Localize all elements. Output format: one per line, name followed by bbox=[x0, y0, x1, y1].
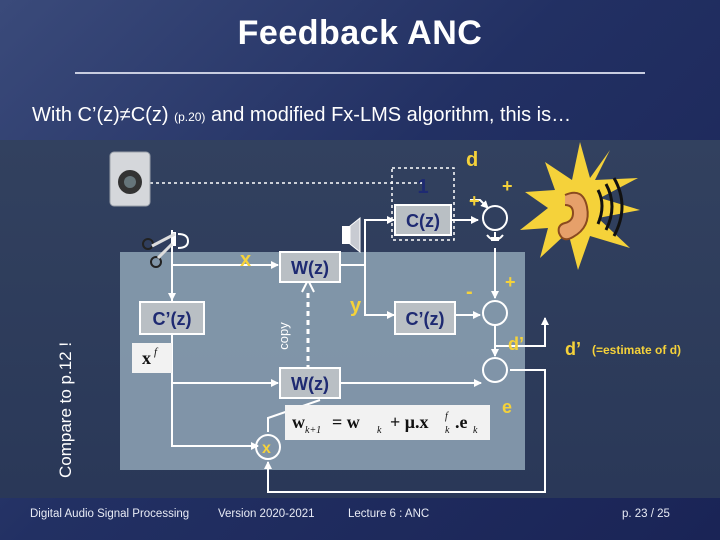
signal-e: e bbox=[502, 397, 512, 417]
speaker-icon bbox=[342, 218, 360, 252]
block-wz-label: W(z) bbox=[291, 258, 329, 278]
signal-d-prime-estimate: d’ bbox=[565, 339, 581, 359]
footer-page: p. 23 / 25 bbox=[622, 508, 670, 520]
xf-box bbox=[132, 343, 172, 373]
sign-plus-3: + bbox=[505, 272, 516, 292]
block-cpz-left-label: C’(z) bbox=[153, 309, 192, 329]
sign-plus-2: + bbox=[502, 176, 513, 196]
block-1-label: 1 bbox=[417, 176, 428, 198]
copy-label: copy bbox=[276, 322, 291, 350]
xf-base: x bbox=[142, 348, 151, 368]
signal-d-prime: d’ bbox=[508, 334, 524, 354]
footer-version: Version 2020-2021 bbox=[218, 508, 315, 520]
block-wz-lower-label: W(z) bbox=[291, 374, 329, 394]
multiplier-label: x bbox=[262, 440, 271, 457]
sign-plus-1: + bbox=[469, 191, 480, 211]
signal-y: y bbox=[350, 295, 362, 317]
signal-x: x bbox=[240, 249, 251, 271]
sign-minus: - bbox=[466, 281, 473, 303]
estimate-note: (=estimate of d) bbox=[592, 343, 681, 357]
ear-starburst-icon bbox=[520, 142, 640, 270]
footer-course: Digital Audio Signal Processing bbox=[30, 508, 189, 520]
signal-d: d bbox=[466, 149, 478, 171]
camera-icon bbox=[110, 152, 150, 206]
block-cpz-mid-label: C’(z) bbox=[406, 309, 445, 329]
footer-lecture: Lecture 6 : ANC bbox=[348, 508, 429, 520]
side-note: Compare to p.12 ! bbox=[56, 342, 76, 478]
sum-junction-top bbox=[483, 206, 507, 230]
block-cz-label: C(z) bbox=[406, 211, 440, 231]
